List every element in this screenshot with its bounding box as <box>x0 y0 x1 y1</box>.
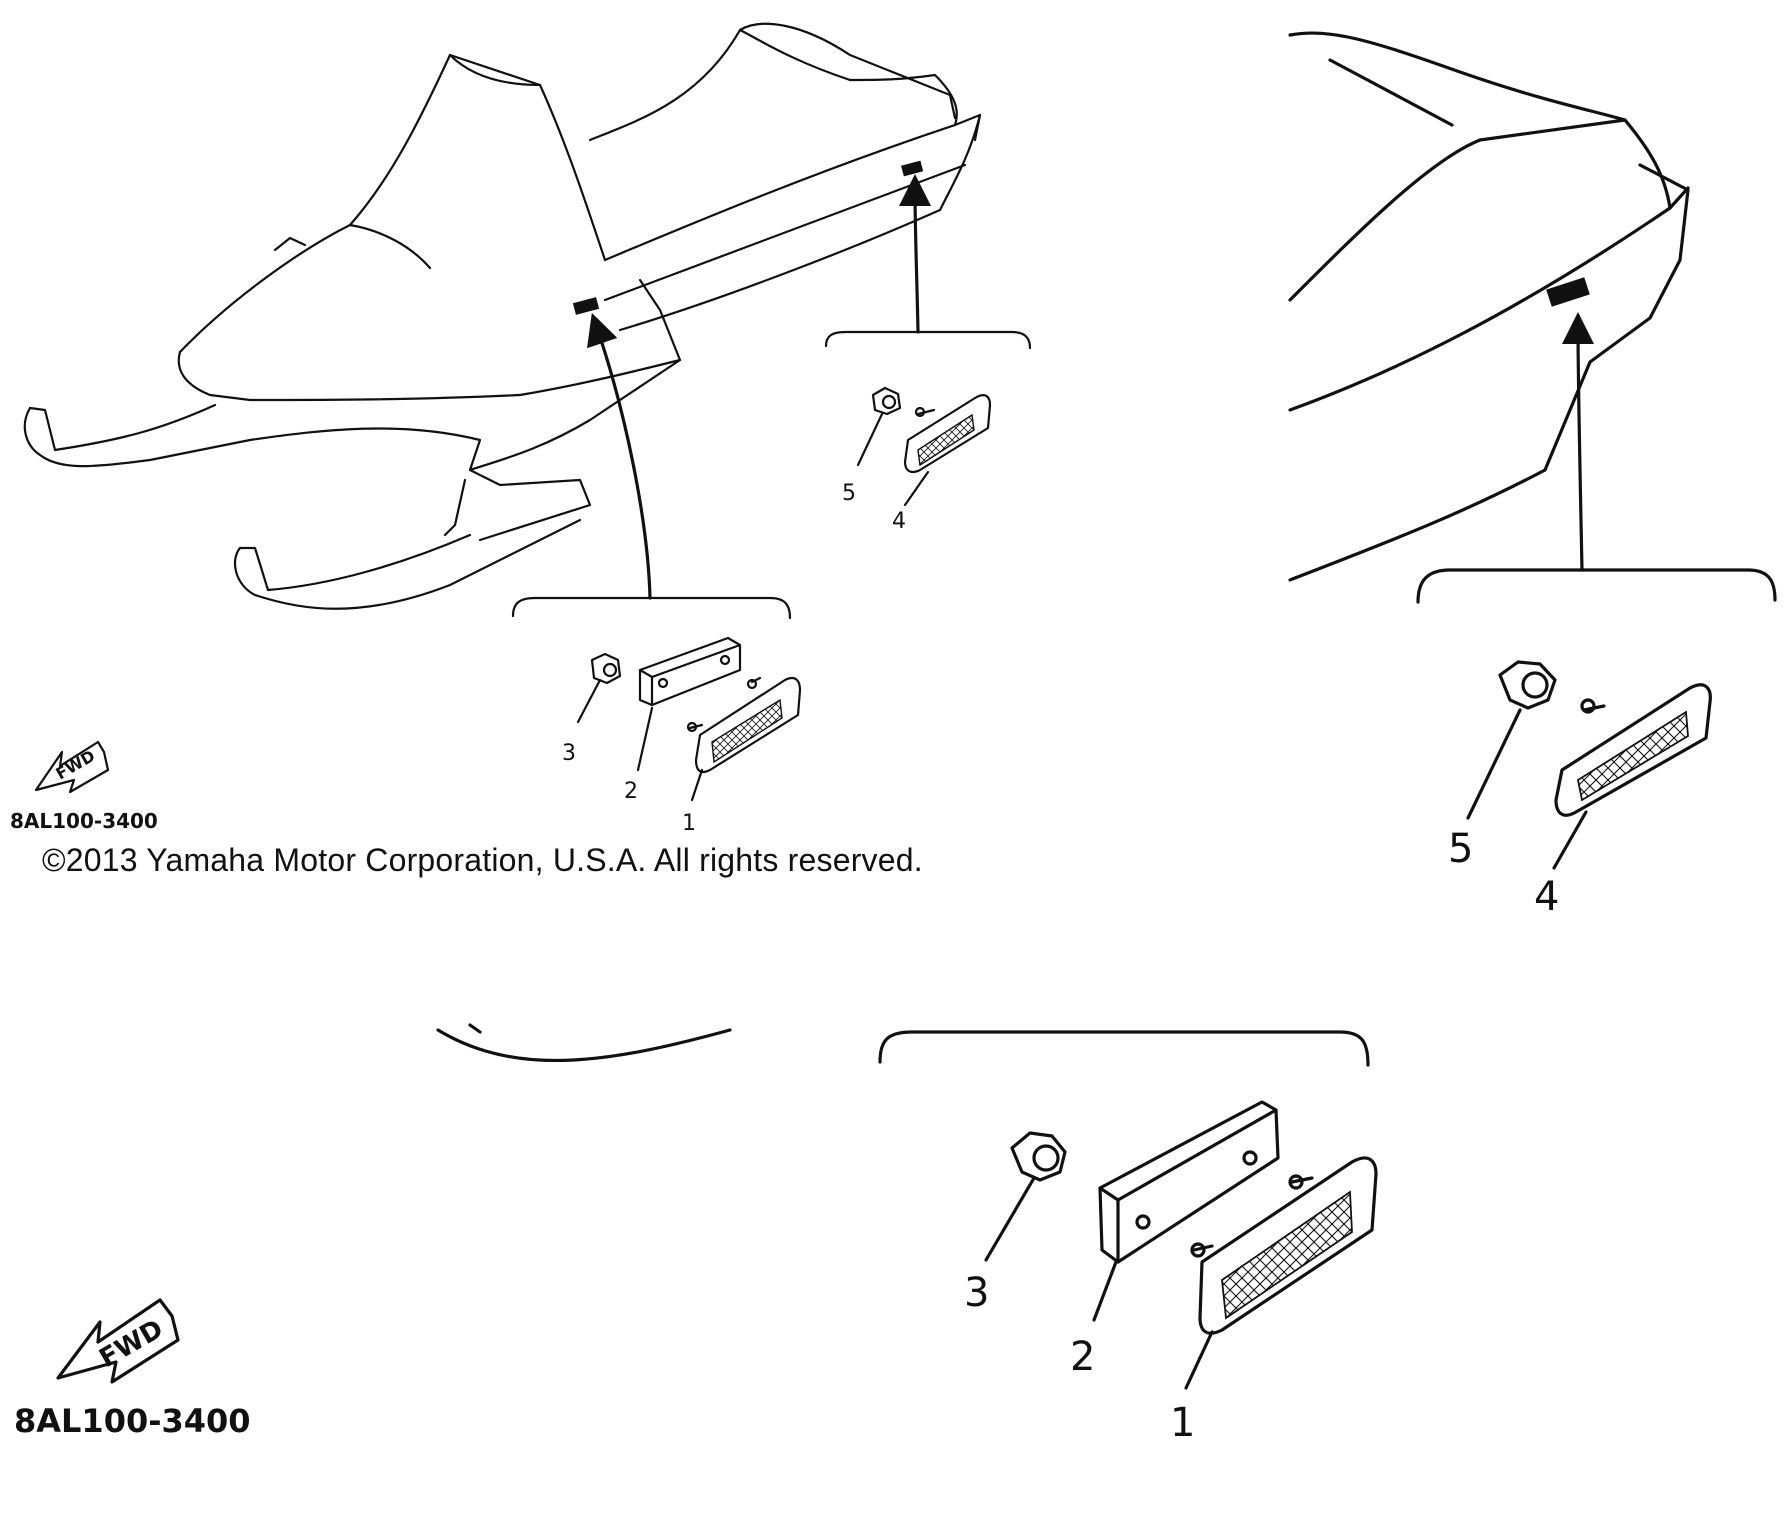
callout-5-small: 5 <box>842 481 856 506</box>
fwd-arrow-large-icon: FWD <box>56 1298 180 1384</box>
copyright-notice: ©2013 Yamaha Motor Corporation, U.S.A. A… <box>42 842 923 878</box>
callout-4-small: 4 <box>892 509 906 534</box>
callout-1-small: 1 <box>682 811 696 836</box>
callout-4-large: 4 <box>1534 874 1559 920</box>
callout-3-large: 3 <box>964 1270 989 1316</box>
front-detail-outline <box>436 1023 732 1063</box>
fwd-label-small: FWD <box>53 746 99 783</box>
rear-reflector-parts-small <box>856 386 992 507</box>
fwd-arrow-small-icon: FWD <box>34 740 110 794</box>
callout-2-large: 2 <box>1070 1334 1095 1380</box>
diagram-code-large: 8AL100-3400 <box>14 1402 251 1440</box>
diagram-code-small: 8AL100-3400 <box>10 809 158 833</box>
callout-2-small: 2 <box>624 779 638 804</box>
callout-1-large: 1 <box>1170 1400 1195 1446</box>
front-reflector-parts-small <box>576 636 802 802</box>
callout-5-large: 5 <box>1448 826 1473 872</box>
rear-detail-outline <box>1288 31 1690 582</box>
rear-reflector-parts-large <box>1466 660 1712 870</box>
fwd-label-large: FWD <box>95 1314 169 1374</box>
callout-3-small: 3 <box>562 741 576 766</box>
snowmobile-outline <box>23 22 982 610</box>
front-reflector-parts-large <box>984 1100 1378 1390</box>
